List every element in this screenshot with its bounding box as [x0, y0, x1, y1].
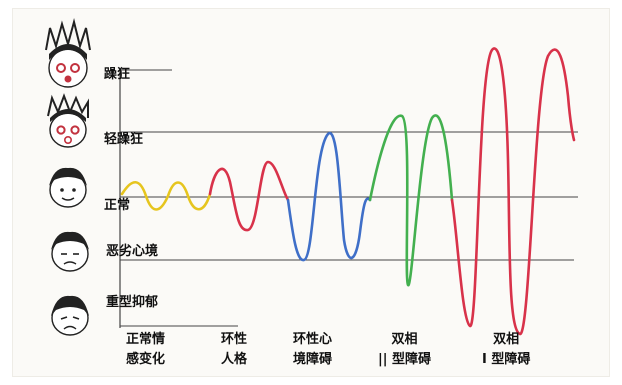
level-label-mania: 躁狂	[104, 67, 131, 82]
category-bipolar-1-line2: I 型障碍	[482, 352, 531, 367]
category-cyclothymic-personality-line2: 人格	[221, 352, 248, 367]
level-label-normal: 正常	[104, 198, 131, 213]
bipolar-2-wave	[368, 114, 454, 287]
category-bipolar-1: 双相 I 型障碍	[482, 330, 530, 370]
category-cyclothymia: 环性心 境障碍	[293, 330, 332, 370]
level-label-severe-depression: 重型抑郁	[106, 295, 159, 310]
dysphoric-face-icon	[51, 231, 89, 272]
category-cyclothymic-personality: 环性 人格	[221, 330, 247, 370]
category-cyclothymic-personality-line1: 环性	[221, 332, 248, 347]
bipolar-1-wave	[450, 47, 576, 336]
manic-face-icon	[45, 18, 91, 88]
depressed-face-icon	[51, 295, 89, 336]
hypomanic-face-icon	[47, 93, 89, 148]
category-bipolar-2: 双相 || 型障碍	[378, 330, 431, 370]
category-bipolar-1-line1: 双相	[493, 332, 520, 347]
cyclothymic-personality-wave	[208, 160, 290, 232]
category-cyclothymia-line2: 境障碍	[293, 352, 333, 367]
level-label-hypomania: 轻躁狂	[104, 132, 144, 147]
category-normal-variation-line2: 感变化	[126, 352, 166, 367]
category-normal-variation-line1: 正常情	[126, 332, 166, 347]
level-label-dysphoria: 恶劣心境	[106, 244, 159, 259]
normal-face-icon	[49, 167, 87, 208]
category-cyclothymia-line1: 环性心	[293, 332, 333, 347]
paper-background	[12, 8, 610, 377]
cyclothymia-wave	[286, 131, 372, 262]
category-bipolar-2-line1: 双相	[391, 332, 418, 347]
normal-variation-wave	[120, 180, 212, 211]
category-bipolar-2-line2: || 型障碍	[378, 352, 432, 367]
category-normal-variation: 正常情 感变化	[126, 330, 165, 370]
